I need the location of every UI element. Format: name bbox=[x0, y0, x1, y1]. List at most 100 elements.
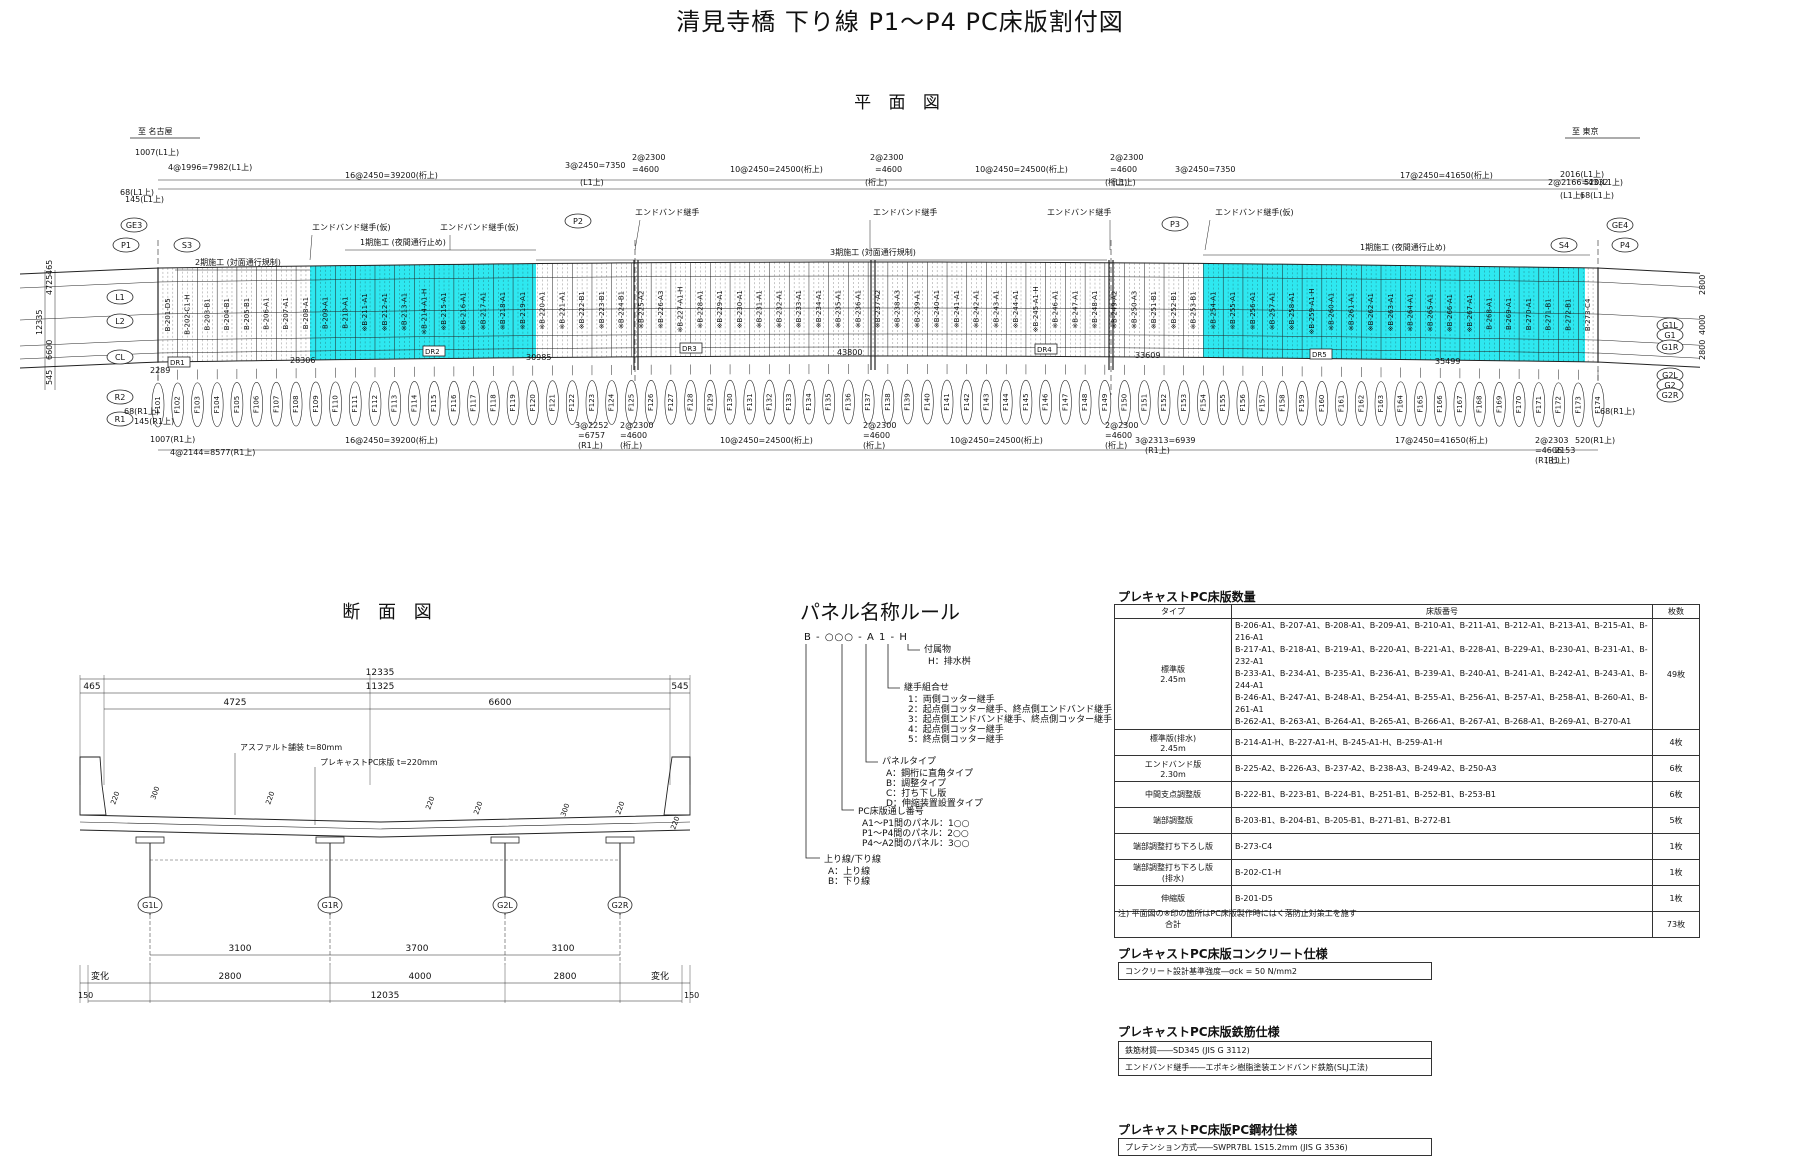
panel-label: ※B-243-A1 bbox=[992, 290, 1000, 328]
section-dim: 300 bbox=[559, 802, 571, 817]
f-label: F111 bbox=[351, 395, 359, 412]
joint-label: DR4 bbox=[1037, 346, 1052, 354]
f-label: F143 bbox=[982, 393, 990, 410]
f-label: F144 bbox=[1002, 393, 1010, 411]
panel-label: ※B-213-A1 bbox=[401, 293, 409, 331]
section-dim: 3100 bbox=[229, 944, 252, 954]
bottom-dimension: 2@2303 bbox=[1535, 436, 1568, 445]
bottom-dimension: =4600 bbox=[1105, 431, 1132, 440]
support: S4 bbox=[1559, 241, 1569, 250]
f-tag bbox=[1216, 380, 1230, 426]
f-label: F166 bbox=[1436, 395, 1444, 413]
top-dimension: 145(L1上) bbox=[125, 195, 164, 204]
deck-line bbox=[19, 346, 1701, 360]
panel-label: ※B-242-A1 bbox=[973, 290, 981, 328]
f-tag bbox=[1019, 379, 1033, 425]
bottom-dimension: =4600 bbox=[863, 431, 890, 440]
bottom-dimension: =4600 bbox=[620, 431, 647, 440]
f-tag bbox=[1335, 381, 1348, 426]
panel-label: B-204-B1 bbox=[223, 298, 231, 330]
spec-text: プレテンション方式――SWPR7BL 1S15.2mm (JIS G 3536) bbox=[1125, 1142, 1348, 1152]
panel-label: ※B-244-A1 bbox=[1012, 290, 1020, 328]
joint-tag bbox=[1034, 343, 1058, 355]
spec-text: コンクリート設計基準強度―σck = 50 N/mm2 bbox=[1125, 966, 1297, 976]
panel-label: B-206-A1 bbox=[262, 297, 270, 329]
f-label: F119 bbox=[509, 394, 517, 411]
f-label: F146 bbox=[1042, 393, 1050, 411]
span-length: 35499 bbox=[1435, 357, 1460, 366]
top-dimension: 2@2300 bbox=[870, 153, 903, 162]
section-dim: 150 bbox=[78, 991, 93, 1000]
top-dimension: (L1上) bbox=[580, 178, 604, 187]
panel-label: ※B-267-A1 bbox=[1466, 294, 1474, 332]
f-label: F131 bbox=[746, 393, 754, 410]
f-tag bbox=[1078, 380, 1092, 425]
rule-line: 4：起点側コッター継手 bbox=[908, 725, 1004, 735]
f-label: F156 bbox=[1239, 394, 1247, 412]
f-tag bbox=[585, 380, 599, 425]
qty-count: 1枚 bbox=[1652, 859, 1700, 886]
f-tag bbox=[704, 379, 717, 425]
f-tag bbox=[999, 379, 1013, 425]
section-dim: 150 bbox=[684, 991, 699, 1000]
girder-flange bbox=[605, 836, 635, 844]
panel-label: ※B-236-A1 bbox=[854, 290, 862, 328]
right-dimension: 4000 bbox=[1698, 315, 1707, 335]
slab-label: プレキャストPC床版 t=220mm bbox=[320, 757, 438, 767]
span-length: 43800 bbox=[837, 348, 862, 357]
section-dim: 3100 bbox=[552, 944, 575, 954]
f-label: F150 bbox=[1121, 394, 1129, 411]
girder-tag: G1 bbox=[1664, 331, 1675, 340]
girder-flange bbox=[315, 836, 345, 844]
bottom-dimension: (R1上) bbox=[1545, 456, 1570, 465]
qty-type: 中間支点調整版 bbox=[1114, 781, 1232, 808]
slab-bottom bbox=[79, 829, 691, 838]
rule-line: 2：起点側コッター継手、終点側エンドバンド継手 bbox=[908, 705, 1113, 715]
bottom-dimension: 1007(R1上) bbox=[150, 435, 195, 444]
panel-rule: B - ○○○ - A 1 - H 付属物 H：排水桝 継手組合せ 1：両側コッ… bbox=[798, 628, 1118, 898]
f-label: F105 bbox=[233, 396, 241, 413]
stage-label: エンドバンド継手 bbox=[873, 207, 937, 217]
f-label: F115 bbox=[430, 395, 438, 412]
f-label: F127 bbox=[667, 394, 675, 411]
joint-label: DR3 bbox=[682, 345, 697, 353]
panel-label: ※B-229-A1 bbox=[716, 290, 724, 328]
f-tag bbox=[1039, 379, 1052, 425]
panel-label: ※B-261-A1 bbox=[1347, 293, 1355, 331]
f-label: F103 bbox=[193, 396, 201, 413]
f-tag bbox=[447, 380, 461, 426]
f-label: F110 bbox=[332, 395, 340, 412]
f-tag bbox=[1354, 381, 1368, 426]
panel-label: ※B-235-A1 bbox=[835, 290, 843, 328]
deck-line bbox=[19, 275, 1701, 289]
left-dimension: 12335 bbox=[35, 310, 44, 335]
top-dimension: 4@1996=7982(L1上) bbox=[168, 163, 252, 172]
span-length: 30985 bbox=[526, 353, 551, 362]
f-label: F124 bbox=[608, 393, 616, 411]
section-dim: 220 bbox=[424, 795, 436, 810]
support-tag bbox=[173, 237, 201, 253]
girder-end-tag bbox=[1606, 217, 1634, 233]
qty-header: タイプ bbox=[1114, 604, 1232, 619]
top-dimension: (L1上) bbox=[1112, 178, 1136, 187]
f-label: F164 bbox=[1397, 395, 1405, 413]
blank bbox=[60, 815, 710, 840]
f-tag bbox=[1374, 381, 1388, 426]
f-label: F117 bbox=[470, 394, 478, 411]
panel-label: ※B-225-A2 bbox=[637, 291, 645, 329]
line-tag: L1 bbox=[115, 293, 125, 302]
pier: P3 bbox=[1170, 220, 1180, 229]
f-label: F112 bbox=[371, 395, 379, 412]
line-tag: R2 bbox=[115, 393, 126, 402]
f-tag bbox=[1295, 380, 1309, 426]
rule-line: PC床版通し番号 bbox=[858, 807, 924, 817]
left-dimension: 6600 bbox=[45, 340, 54, 360]
f-tag bbox=[526, 380, 540, 426]
f-label: F173 bbox=[1574, 396, 1582, 413]
bottom-dimension: 4@2144=8577(R1上) bbox=[170, 448, 255, 457]
joint-label: DR2 bbox=[425, 348, 440, 356]
qty-type: 伸縮版 bbox=[1114, 885, 1232, 912]
joint-tag bbox=[679, 342, 703, 354]
